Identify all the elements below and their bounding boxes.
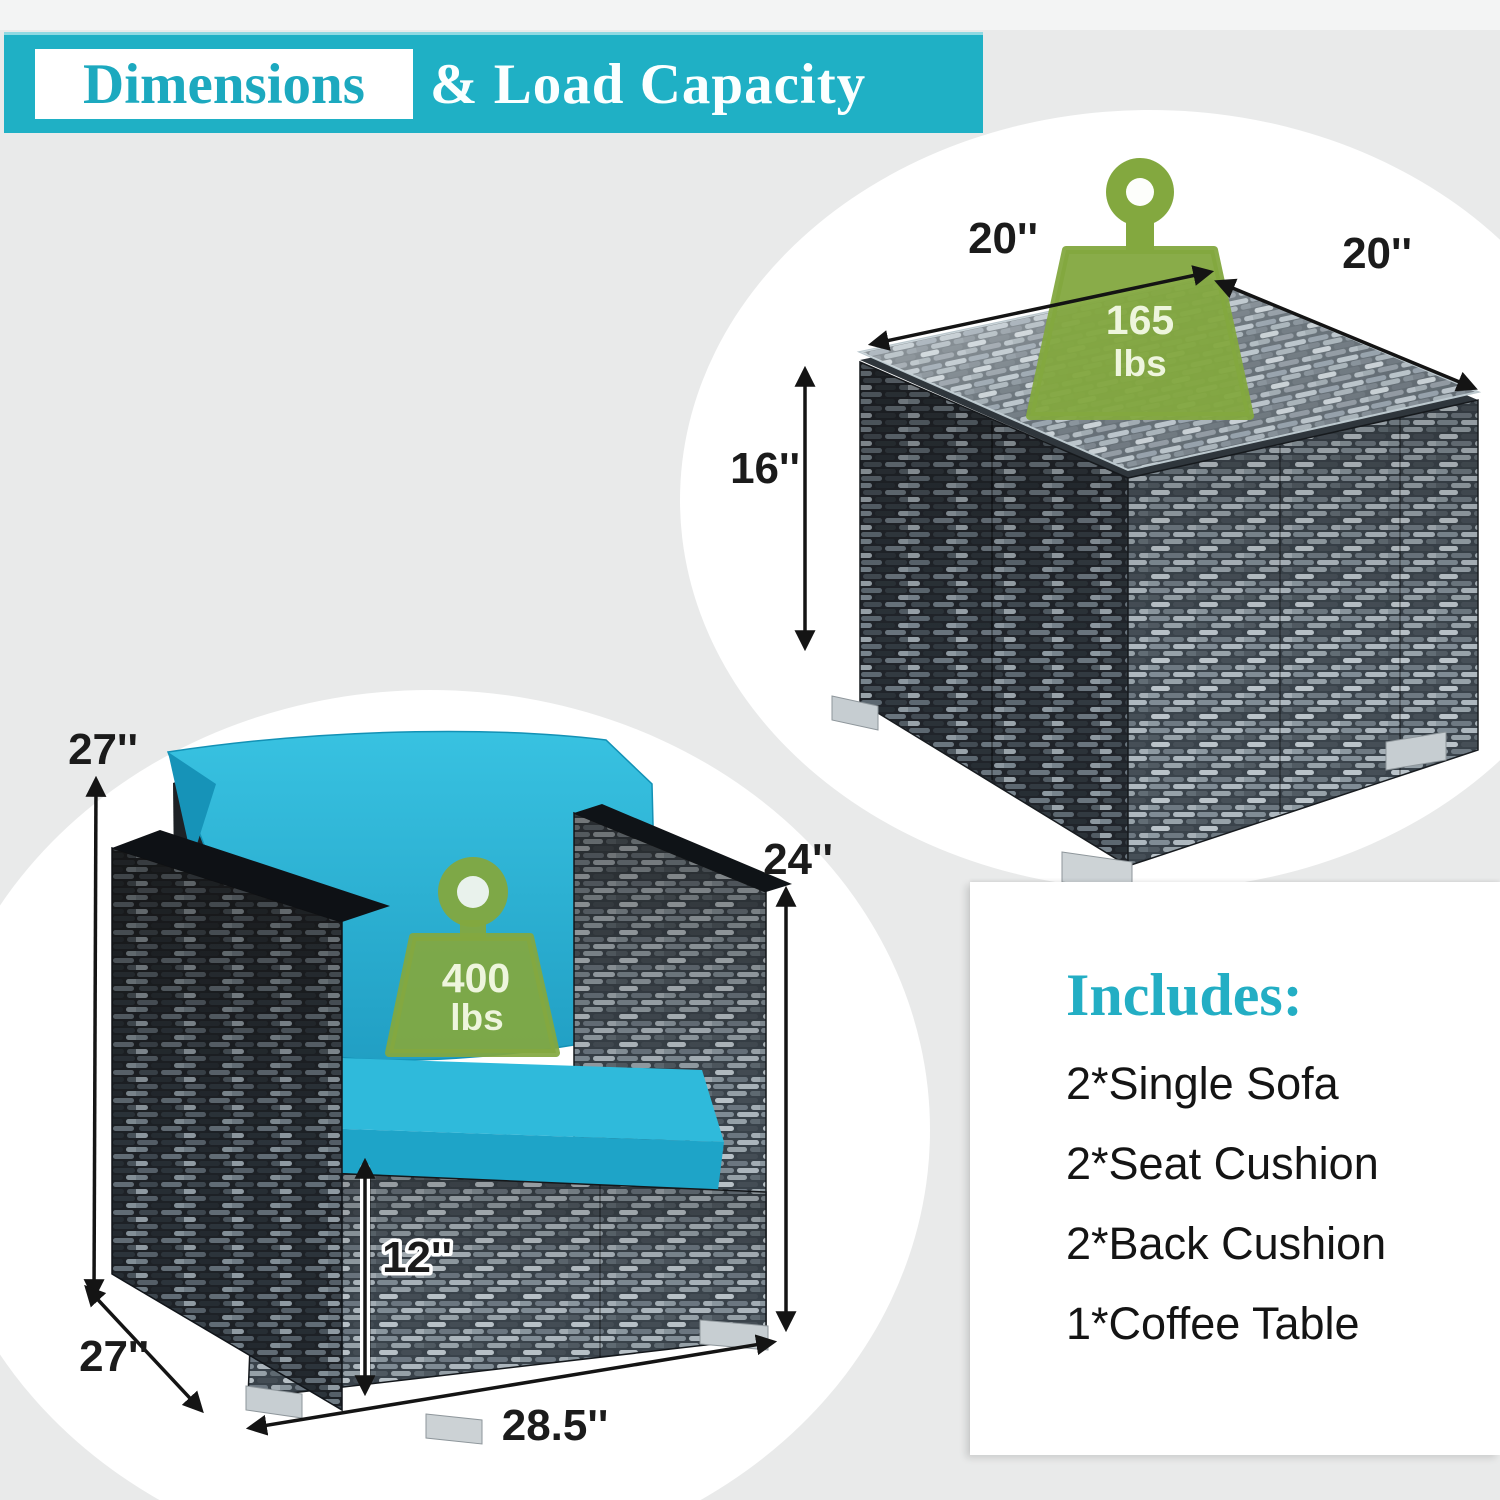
table-left-face-shade xyxy=(860,362,1128,866)
title-banner: Dimensions & Load Capacity xyxy=(4,32,983,133)
includes-item: 2*Single Sofa xyxy=(1066,1058,1339,1109)
weight-ring-hole xyxy=(457,876,489,908)
table-dimension-annotations: 20'' 20'' 16'' xyxy=(730,214,1478,652)
chair-left-armrest-shade xyxy=(112,848,342,1410)
coffee-table-figure: 165 lbs 20'' 20'' 16'' xyxy=(730,158,1482,893)
table-right-face-shade xyxy=(1128,400,1478,866)
chair-left-armrest-top xyxy=(112,830,390,922)
weight-body xyxy=(385,933,560,1057)
includes-card: Includes: 2*Single Sofa 2*Seat Cushion 2… xyxy=(970,882,1500,1455)
includes-list: 2*Single Sofa 2*Seat Cushion 2*Back Cush… xyxy=(1066,1044,1500,1364)
includes-item: 1*Coffee Table xyxy=(1066,1298,1360,1349)
title-highlight-box: Dimensions xyxy=(35,49,413,119)
chair-overall-height-label: 27'' xyxy=(68,725,138,774)
chair-capacity-unit: lbs xyxy=(450,997,503,1038)
table-height-label: 16'' xyxy=(730,444,800,493)
weight-ring-hole xyxy=(1126,178,1154,206)
chair-width-label: 28.5'' xyxy=(502,1401,609,1450)
table-foot xyxy=(831,695,879,731)
top-strip xyxy=(0,0,1500,30)
title-rest-text: & Load Capacity xyxy=(430,52,867,116)
includes-item: 2*Back Cushion xyxy=(1066,1218,1387,1269)
chair-foot xyxy=(425,1413,483,1445)
includes-heading: Includes: xyxy=(1066,962,1303,1028)
chair-dimension-annotations: 27'' 24'' 12'' 28.5'' 27'' xyxy=(68,725,833,1450)
table-capacity-value: 165 xyxy=(1106,297,1174,343)
chair-back-height-label: 24'' xyxy=(763,835,833,884)
sofa-chair-figure: 400 lbs 27'' 24'' 12'' 28.5'' 27'' xyxy=(68,725,833,1450)
title-highlight-text: Dimensions xyxy=(83,52,365,116)
table-foot xyxy=(1385,731,1447,771)
table-width-label: 20'' xyxy=(968,214,1038,263)
chair-seat-cushion-top xyxy=(260,1056,724,1142)
table-width-arrow xyxy=(867,265,1215,351)
chair-overall-height-arrow xyxy=(83,775,107,1301)
chair-depth-label: 27'' xyxy=(79,1332,149,1381)
chair-seat-height-label: 12'' xyxy=(382,1233,452,1282)
chair-width-arrow xyxy=(245,1334,778,1436)
sofa-chair-illustration xyxy=(111,730,792,1445)
chair-weight-capacity-icon: 400 lbs xyxy=(385,857,560,1057)
table-capacity-unit: lbs xyxy=(1113,343,1166,384)
chair-right-armrest-top xyxy=(574,804,792,892)
chair-pillow-fold xyxy=(168,752,216,860)
includes-item: 2*Seat Cushion xyxy=(1066,1138,1379,1189)
chair-capacity-value: 400 xyxy=(442,955,510,1001)
table-depth-label: 20'' xyxy=(1342,229,1412,278)
chair-depth-arrow xyxy=(84,1284,204,1414)
table-depth-arrow xyxy=(1214,278,1478,392)
